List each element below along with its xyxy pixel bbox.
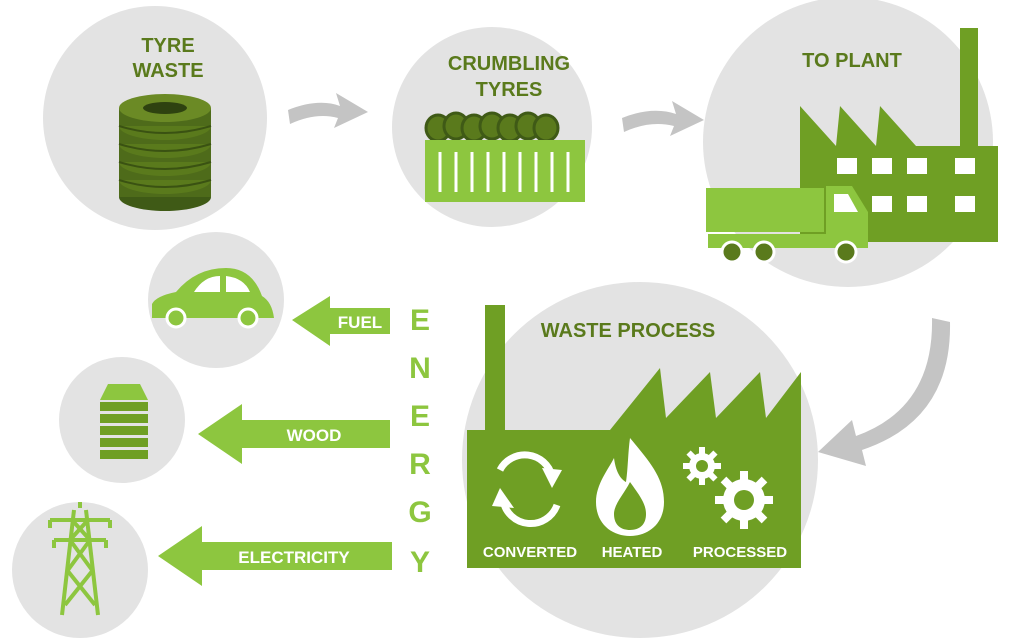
energy-letter-2: N <box>409 352 431 385</box>
label-tyre-waste-2: WASTE <box>132 60 203 82</box>
energy-letter-6: Y <box>410 546 430 579</box>
circle-electricity <box>12 502 148 638</box>
flow-arrow-1 <box>288 93 368 128</box>
energy-letter-1: E <box>410 304 430 337</box>
recycle-arrowheads <box>492 468 562 508</box>
label-heated: HEATED <box>602 544 663 561</box>
power-pylon-icon <box>48 502 112 616</box>
truck-icon <box>706 186 868 264</box>
recycle-icon <box>496 451 561 528</box>
wood-stack-icon <box>100 384 148 459</box>
energy-word: E N E R G Y <box>408 304 431 579</box>
gears-icon <box>683 447 773 529</box>
arrow-fuel <box>292 296 390 346</box>
label-fuel: FUEL <box>338 313 382 332</box>
energy-letter-5: G <box>408 496 431 529</box>
label-to-plant: TO PLANT <box>802 50 902 72</box>
flow-arrow-2 <box>622 101 704 136</box>
crumbled-tyres-icon <box>424 111 585 202</box>
label-wood: WOOD <box>287 426 342 445</box>
label-waste-process: WASTE PROCESS <box>541 320 715 342</box>
label-crumbling-1: CRUMBLING <box>448 53 570 75</box>
energy-letter-3: E <box>410 400 430 433</box>
arrow-wood <box>198 404 390 464</box>
label-tyre-waste-1: TYRE <box>141 35 194 57</box>
car-icon <box>152 268 274 329</box>
label-crumbling-2: TYRES <box>476 79 543 101</box>
label-electricity: ELECTRICITY <box>238 548 350 567</box>
label-processed: PROCESSED <box>693 544 787 561</box>
label-converted: CONVERTED <box>483 544 577 561</box>
flow-arrow-3 <box>818 318 951 466</box>
flame-icon <box>596 438 664 536</box>
arrow-electricity <box>158 526 392 586</box>
tyres-icon <box>118 94 212 211</box>
energy-letter-4: R <box>409 448 431 481</box>
